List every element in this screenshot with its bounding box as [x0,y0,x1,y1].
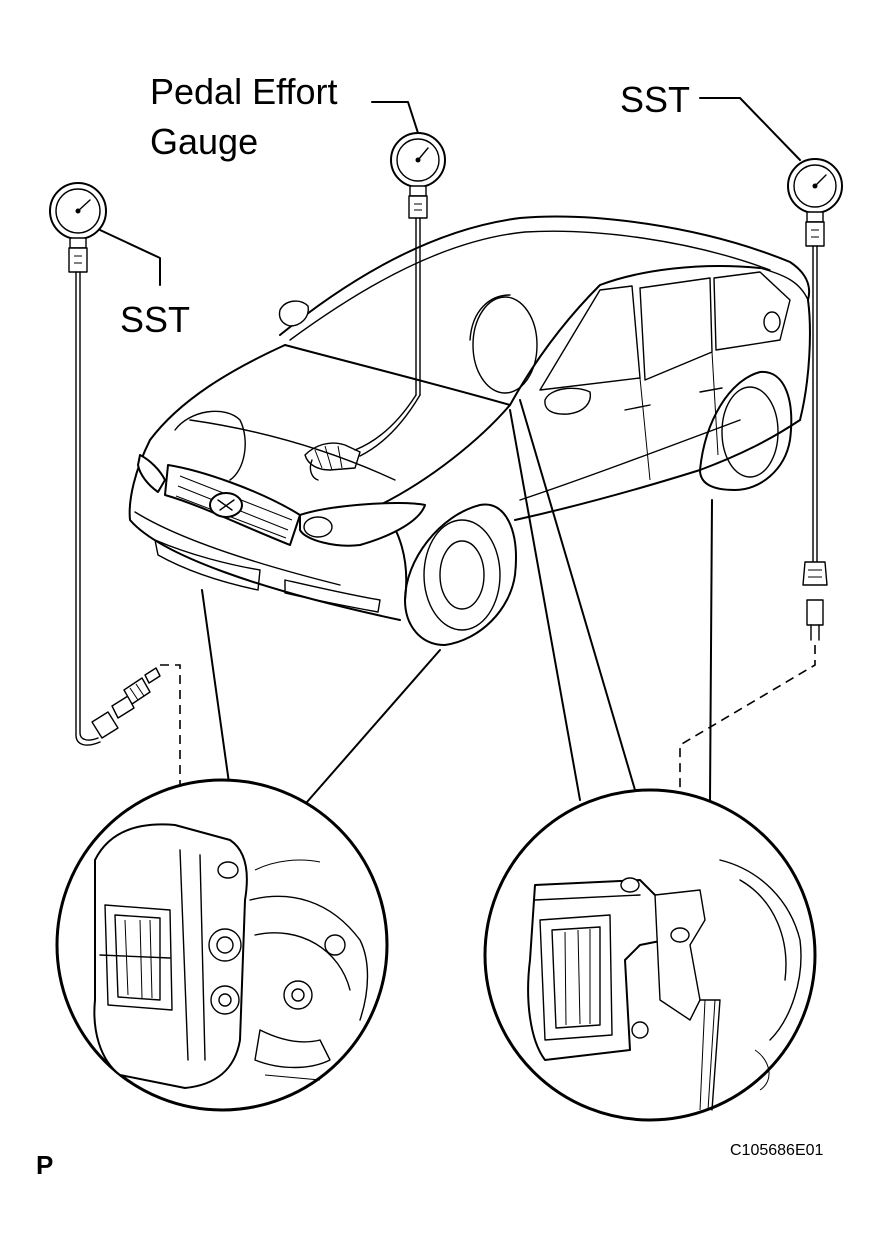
pedal-effort-gauge-label-line2: Gauge [150,121,259,162]
left-zoom-cone [201,589,441,811]
sst-right-label: SST [620,79,691,120]
master-cylinder [304,442,361,481]
figure-code: C105686E01 [730,1142,824,1159]
sst-left-gauge-icon [49,182,161,746]
position-mark: P [36,1150,54,1180]
right-zoom-cone [509,399,713,801]
pedal-effort-gauge-label-line1: Pedal Effort [150,71,338,112]
front-caliper-inset [55,778,389,1112]
pedal-effort-leader-line [371,101,419,134]
sst-right-leader-line [699,97,801,161]
pedal-effort-gauge-icon [354,132,446,457]
car-illustration [128,215,811,646]
rear-caliper-inset [483,788,817,1122]
sst-right-gauge-icon [787,158,843,641]
sst-left-leader-line [99,229,161,286]
sst-left-label: SST [120,299,191,340]
